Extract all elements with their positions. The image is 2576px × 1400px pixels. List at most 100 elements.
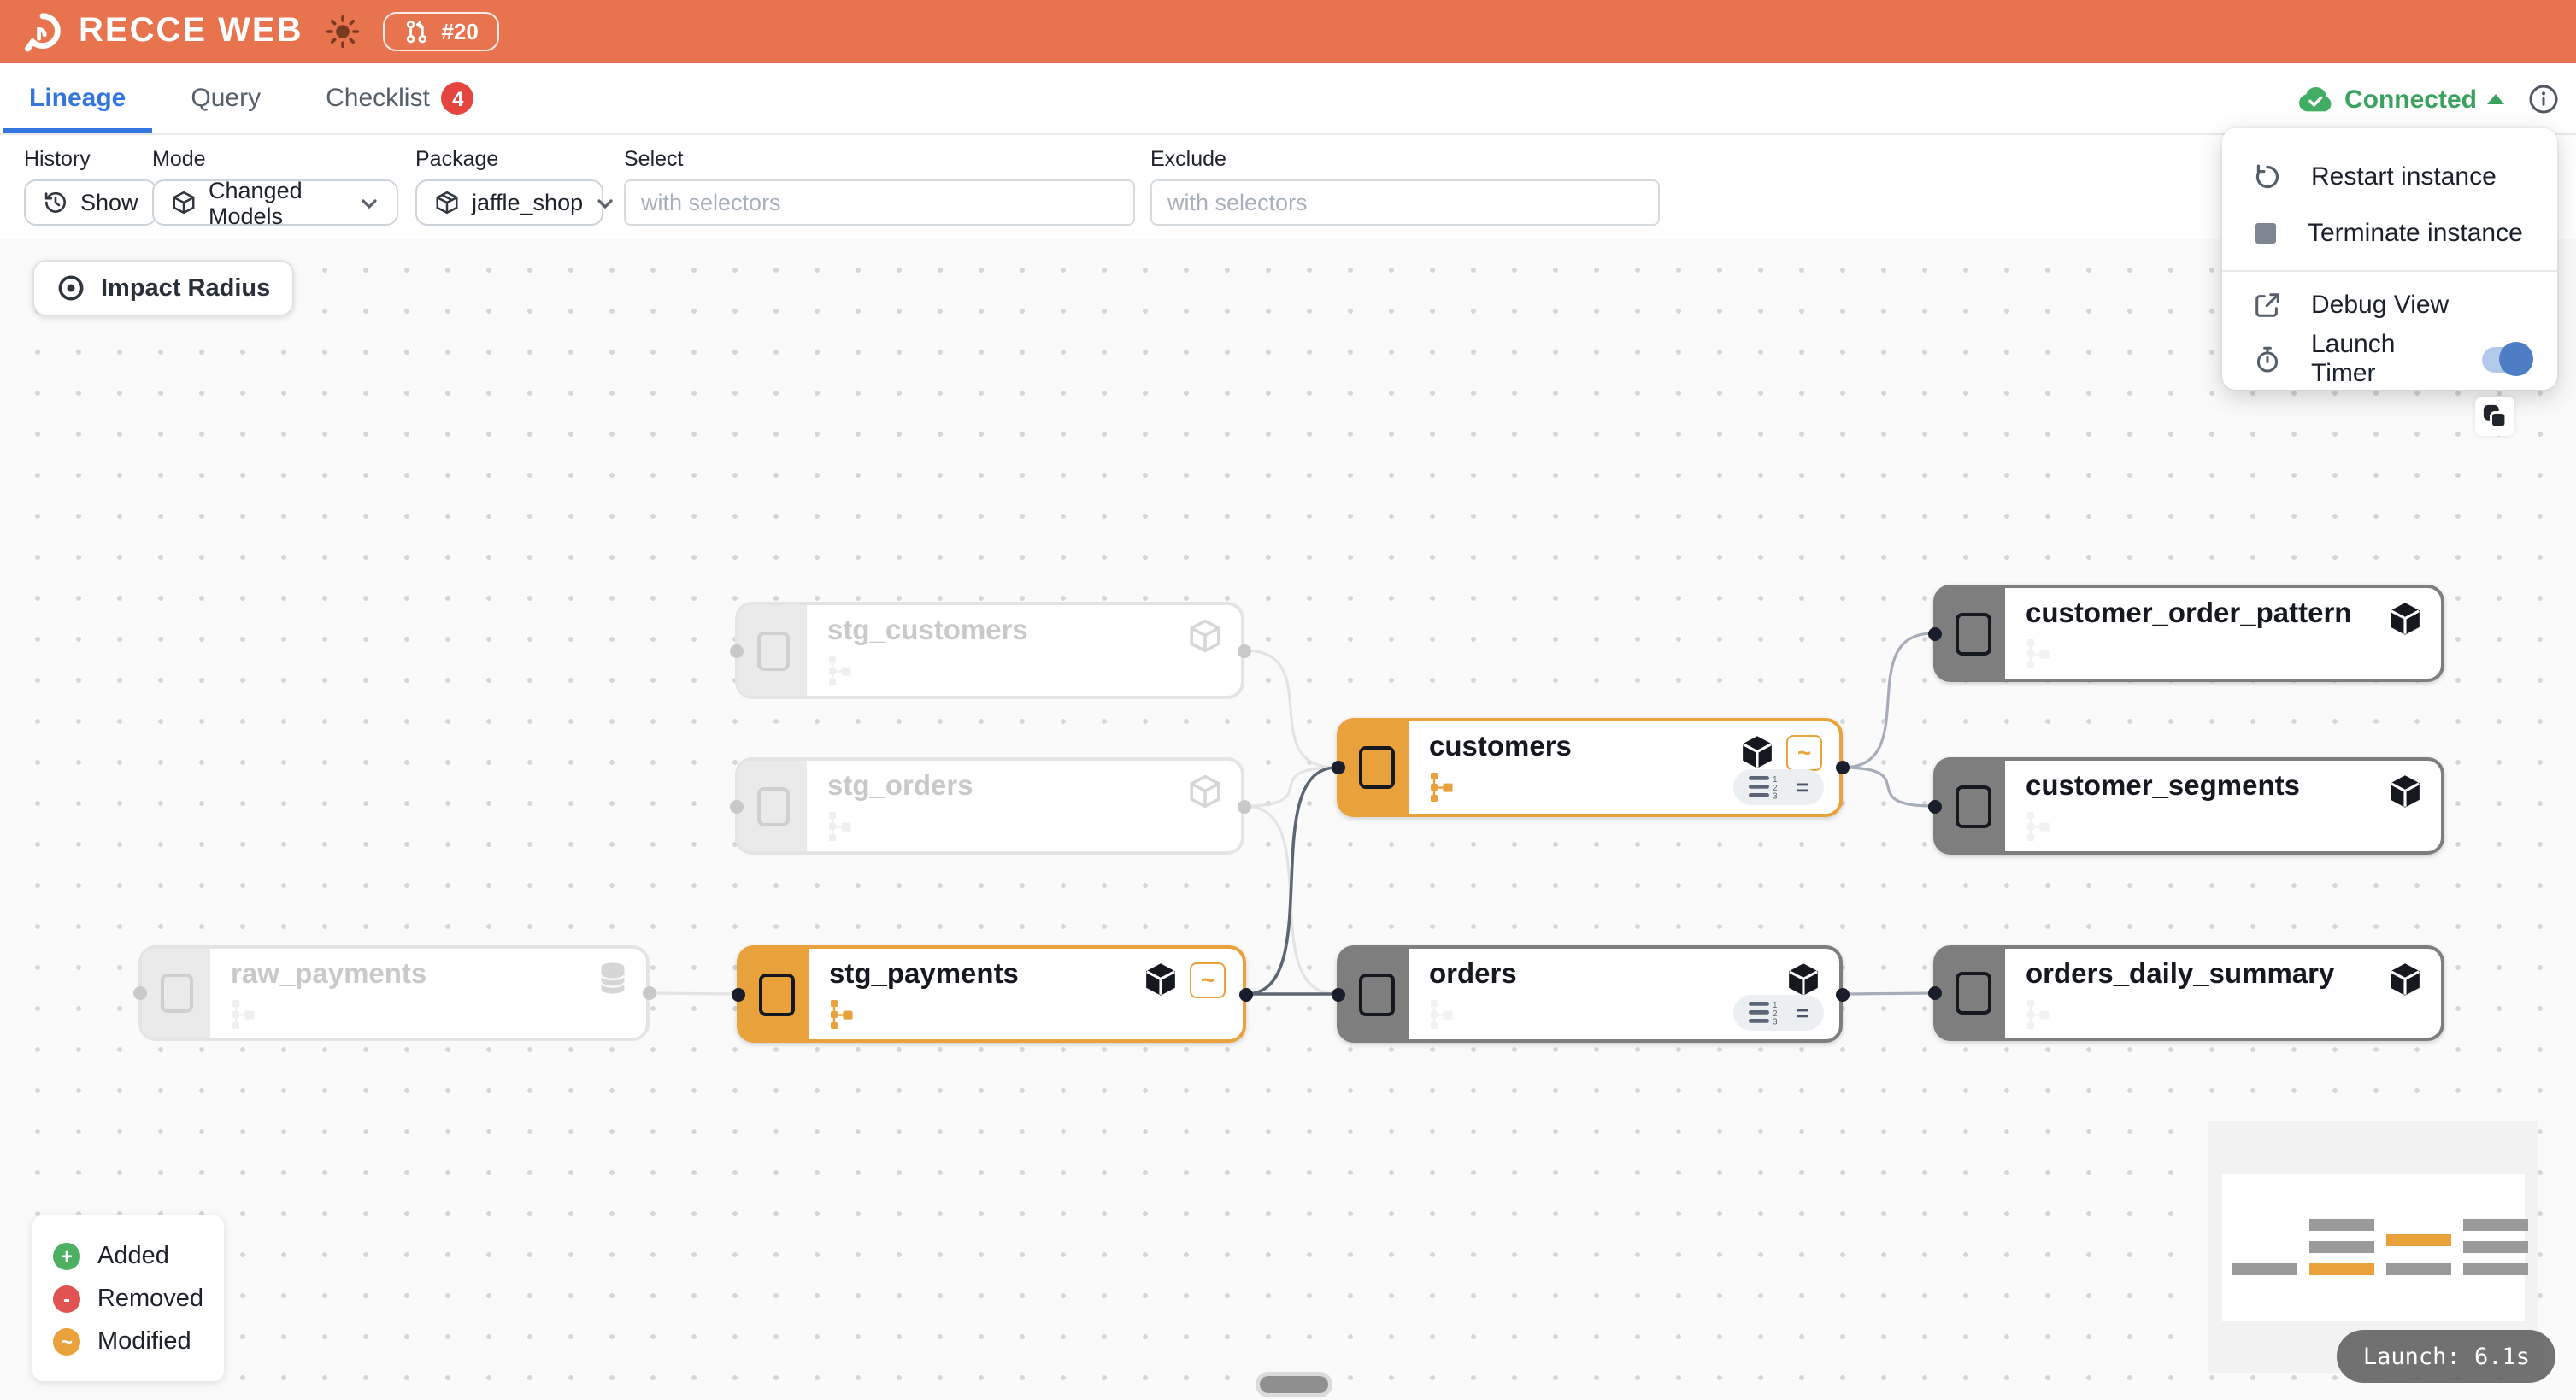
edge-customers-to-customer_segments: [1842, 766, 1934, 808]
svg-text:2: 2: [1773, 1009, 1779, 1019]
impact-radius-icon: [56, 274, 85, 303]
model-cube-icon: [1785, 961, 1822, 998]
launch-time-badge: Launch: 6.1s: [2337, 1330, 2555, 1383]
minimap-node-bar: [2309, 1241, 2374, 1252]
impact-hierarchy-icon: [831, 1000, 853, 1038]
node-checkbox[interactable]: [1956, 972, 1991, 1015]
lineage-node-stg_orders[interactable]: stg_orders: [729, 757, 1250, 855]
legend-item-added: + Added: [53, 1234, 203, 1277]
node-checkbox[interactable]: [1956, 612, 1991, 655]
edge-customers-to-customer_order_pattern: [1842, 632, 1934, 769]
svg-text:2: 2: [1773, 784, 1779, 793]
impact-hierarchy-icon: [829, 656, 851, 694]
edge-raw_payments-to-stg_payments: [649, 991, 738, 996]
node-color-strip: [1340, 721, 1409, 814]
package-value: jaffle_shop: [472, 190, 584, 215]
pull-request-icon: [403, 19, 429, 44]
edge-orders-to-orders_daily_summary: [1842, 991, 1934, 996]
menu-item-launch-timer[interactable]: Launch Timer: [2222, 330, 2557, 388]
tab-lineage[interactable]: Lineage: [3, 63, 151, 133]
launch-timer-toggle[interactable]: [2482, 342, 2533, 376]
node-checkbox[interactable]: [161, 974, 193, 1013]
brand: RECCE WEB: [21, 9, 303, 54]
node-color-strip: [1340, 949, 1409, 1039]
output-handle: [1237, 799, 1250, 813]
lineage-node-orders_daily_summary[interactable]: orders_daily_summary: [1927, 945, 2444, 1041]
node-title: stg_payments: [829, 959, 1019, 990]
impact-radius-button[interactable]: Impact Radius: [32, 260, 295, 316]
node-title: raw_payments: [231, 959, 427, 990]
menu-item-restart-instance[interactable]: Restart instance: [2222, 150, 2557, 202]
connection-status-label: Connected: [2344, 85, 2477, 114]
mode-value: Changed Models: [209, 177, 303, 228]
history-icon: [43, 190, 68, 215]
node-checkbox[interactable]: [757, 631, 790, 670]
lineage-node-stg_payments[interactable]: stg_payments~: [731, 945, 1252, 1043]
stop-icon: [2253, 220, 2279, 245]
copy-icon: [2482, 403, 2508, 429]
lineage-node-stg_customers[interactable]: stg_customers: [729, 602, 1250, 699]
package-dropdown[interactable]: jaffle_shop: [415, 179, 613, 226]
node-title: stg_customers: [827, 615, 1028, 646]
pull-request-badge[interactable]: #20: [383, 12, 499, 51]
horizontal-scrollbar[interactable]: [1260, 1376, 1328, 1393]
app-title: RECCE WEB: [79, 12, 303, 50]
caret-up-icon: [2487, 94, 2504, 104]
cloud-check-icon: [2298, 85, 2334, 113]
node-checkbox[interactable]: [1359, 973, 1395, 1015]
theme-sun-icon[interactable]: [326, 15, 360, 48]
tab-checklist[interactable]: Checklist 4: [300, 63, 500, 133]
node-title: customers: [1429, 732, 1572, 762]
lineage-node-customer_order_pattern[interactable]: customer_order_pattern: [1927, 585, 2444, 682]
node-checkbox[interactable]: [1956, 785, 1991, 827]
cube-icon: [171, 190, 197, 215]
input-handle: [1331, 987, 1344, 1001]
impact-radius-label: Impact Radius: [101, 274, 271, 302]
node-title: orders: [1429, 959, 1517, 990]
tab-query[interactable]: Query: [191, 84, 262, 113]
exclude-input[interactable]: [1150, 179, 1660, 226]
recce-logo-icon: [21, 9, 65, 54]
impact-hierarchy-icon: [232, 1000, 255, 1038]
history-label: History: [24, 147, 91, 171]
output-handle: [1835, 987, 1849, 1001]
app-header: RECCE WEB: [0, 0, 2576, 63]
node-color-strip: [142, 949, 210, 1038]
menu-item-debug-view[interactable]: Debug View: [2222, 279, 2557, 330]
node-title: customer_order_pattern: [2026, 598, 2352, 629]
info-icon[interactable]: [2528, 84, 2559, 115]
legend-item-modified: ~ Modified: [53, 1320, 203, 1362]
node-checkbox[interactable]: [759, 973, 795, 1015]
tab-bar: Lineage Query Checklist 4 Connected: [0, 63, 2576, 135]
node-color-strip: [738, 605, 807, 696]
checklist-count-badge: 4: [441, 82, 474, 115]
minimap[interactable]: [2208, 1121, 2538, 1373]
svg-text:1: 1: [1773, 1001, 1779, 1010]
model-cube-icon: [2386, 961, 2424, 998]
mode-dropdown[interactable]: Changed Models: [152, 177, 398, 228]
connection-status[interactable]: Connected: [2298, 85, 2504, 114]
svg-text:3: 3: [1773, 1017, 1779, 1026]
output-handle: [1237, 644, 1250, 657]
impact-hierarchy-icon: [2027, 812, 2050, 850]
node-title: customer_segments: [2026, 771, 2300, 802]
copy-layers-button[interactable]: [2475, 397, 2514, 436]
lineage-node-customer_segments[interactable]: customer_segments: [1927, 757, 2444, 855]
lineage-node-raw_payments[interactable]: raw_payments: [132, 945, 656, 1041]
node-color-strip: [1937, 761, 2005, 851]
menu-divider: [2222, 270, 2557, 272]
minimap-node-bar: [2463, 1219, 2528, 1230]
node-checkbox[interactable]: [1359, 746, 1395, 789]
edge-stg_customers-to-customers: [1244, 649, 1338, 769]
node-checkbox[interactable]: [757, 786, 790, 826]
filter-bar: History Show Mode Changed Models: [0, 135, 2576, 241]
menu-item-terminate-instance[interactable]: Terminate instance: [2222, 207, 2557, 258]
select-input[interactable]: [624, 179, 1135, 226]
